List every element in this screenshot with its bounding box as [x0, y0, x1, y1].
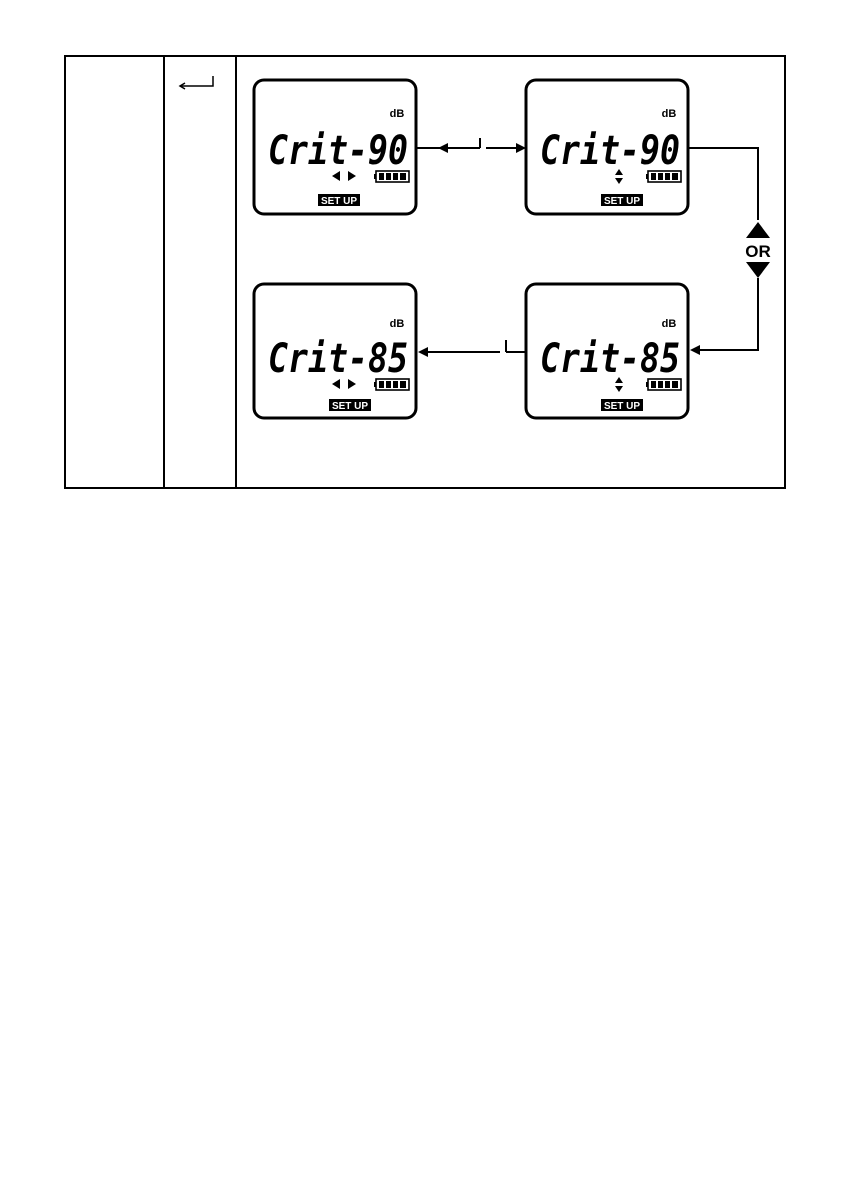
setup-badge: SET UP [601, 399, 643, 412]
svg-text:SET UP: SET UP [604, 401, 640, 412]
battery-full-icon [646, 171, 681, 182]
or-selector: OR [745, 222, 771, 278]
lcd-readout: Crit-85 [268, 336, 408, 382]
svg-text:SET UP: SET UP [332, 401, 368, 412]
svg-text:SET UP: SET UP [321, 196, 357, 207]
unit-label: dB [390, 108, 405, 120]
lcd-readout: Crit-90 [540, 128, 680, 174]
lcd-screen: dB Crit-90 SET UP [526, 80, 688, 214]
lcd-readout: Crit-85 [540, 336, 680, 382]
unit-label: dB [390, 318, 405, 330]
setup-badge: SET UP [318, 194, 360, 207]
arrow-head-left-icon [690, 345, 700, 355]
or-label: OR [745, 242, 771, 261]
unit-label: dB [662, 108, 677, 120]
lcd-screen: dB Crit-85 SET UP [254, 284, 416, 418]
setup-badge: SET UP [601, 194, 643, 207]
enter-key-icon [180, 76, 213, 89]
connector-bottom [418, 340, 526, 357]
arrow-head-left-icon [418, 347, 428, 357]
battery-full-icon [646, 379, 681, 390]
lcd-readout: Crit-90 [268, 128, 408, 174]
lcd-screen: dB Crit-90 SET UP [254, 80, 416, 214]
unit-label: dB [662, 318, 677, 330]
triangle-up-icon [746, 222, 770, 238]
svg-text:SET UP: SET UP [604, 196, 640, 207]
battery-full-icon [374, 379, 409, 390]
battery-full-icon [374, 171, 409, 182]
triangle-down-icon [746, 262, 770, 278]
lcd-screen: dB Crit-85 SET UP [526, 284, 688, 418]
connector-top [416, 138, 526, 153]
setup-badge: SET UP [329, 399, 371, 412]
arrow-head-left-icon [438, 143, 448, 153]
